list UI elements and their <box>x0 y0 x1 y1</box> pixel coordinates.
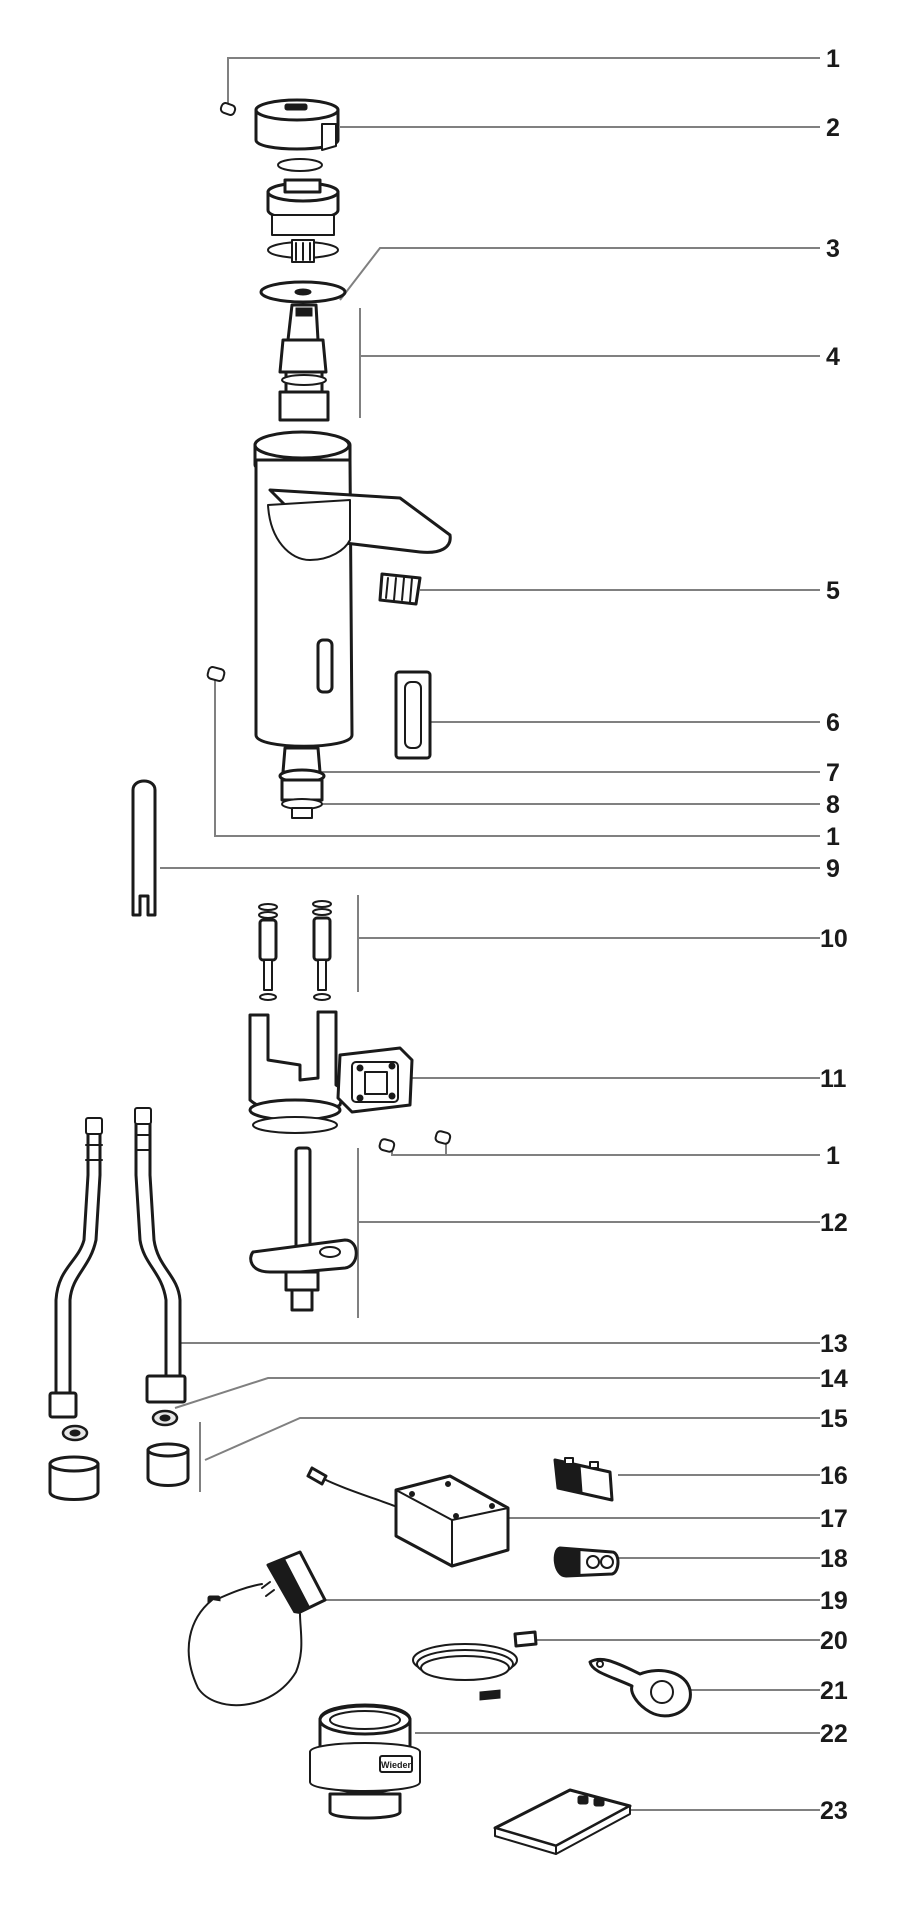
callout-10: 10 <box>820 925 848 953</box>
leader-15 <box>204 1417 820 1461</box>
callout-9: 9 <box>826 855 840 883</box>
leader-14 <box>174 1377 820 1409</box>
part-20-sensor-cable <box>412 1630 538 1701</box>
callout-13: 13 <box>820 1330 848 1358</box>
callout-20: 20 <box>820 1627 848 1655</box>
part-13-hoses <box>48 1107 187 1419</box>
callout-11: 11 <box>820 1065 847 1093</box>
part-18-lithium-battery <box>553 1546 620 1578</box>
part-14-15-washers-nuts <box>48 1409 190 1501</box>
callout-19: 19 <box>820 1587 848 1615</box>
group-brackets <box>199 308 361 1492</box>
callout-18: 18 <box>820 1545 848 1573</box>
callout-15: 15 <box>820 1405 848 1433</box>
leader-1b <box>214 680 820 837</box>
leader-3 <box>339 247 820 301</box>
callout-6: 6 <box>826 709 840 737</box>
part-3-cartridge <box>259 158 347 304</box>
callout-14: 14 <box>820 1365 848 1393</box>
part-1-grub-screw-top <box>219 102 237 116</box>
part-12-shaft-clamp <box>249 1146 358 1312</box>
part-17-control-box <box>306 1466 510 1568</box>
callout-1-middle: 1 <box>826 823 840 851</box>
part-7-8-connector <box>278 746 326 819</box>
part-22-flow-regulator: Wieder <box>309 1703 421 1820</box>
callout-3: 3 <box>826 235 840 263</box>
part-5-aerator <box>378 572 422 606</box>
part-23-magnet-card <box>493 1788 632 1855</box>
part-11-valve-block <box>248 1010 414 1134</box>
callout-2: 2 <box>826 114 840 142</box>
callout-22: 22 <box>820 1720 848 1748</box>
callout-16: 16 <box>820 1462 848 1490</box>
leader-lines <box>160 57 820 1811</box>
part-4-spindle <box>278 303 330 422</box>
callout-1-top: 1 <box>826 45 840 73</box>
callout-23: 23 <box>820 1797 848 1825</box>
part-9-key <box>131 779 157 917</box>
callout-21: 21 <box>820 1677 848 1705</box>
leader-1a <box>227 57 820 105</box>
callout-17: 17 <box>820 1505 848 1533</box>
tap-body <box>253 430 452 748</box>
part-10-check-valves <box>258 900 332 1001</box>
regulator-logo: Wieder <box>381 1760 411 1770</box>
part-1-grub-screws-lower <box>378 1130 452 1153</box>
part-19-power-adapter <box>187 1550 327 1707</box>
callout-5: 5 <box>826 577 840 605</box>
callout-8: 8 <box>826 791 840 819</box>
callout-12: 12 <box>820 1209 848 1237</box>
part-1-grub-screw-middle <box>206 666 226 682</box>
callout-1-lower: 1 <box>826 1142 840 1170</box>
part-16-battery <box>553 1457 614 1502</box>
part-6-sensor-window <box>394 670 432 760</box>
part-2-cap <box>254 98 340 151</box>
part-21-spanner <box>588 1657 692 1718</box>
callout-labels: 1 2 3 4 5 6 7 8 1 9 10 11 1 12 13 14 15 … <box>820 45 848 1825</box>
callout-7: 7 <box>826 759 840 787</box>
callout-4: 4 <box>826 343 840 371</box>
leader-1c <box>391 1150 820 1156</box>
